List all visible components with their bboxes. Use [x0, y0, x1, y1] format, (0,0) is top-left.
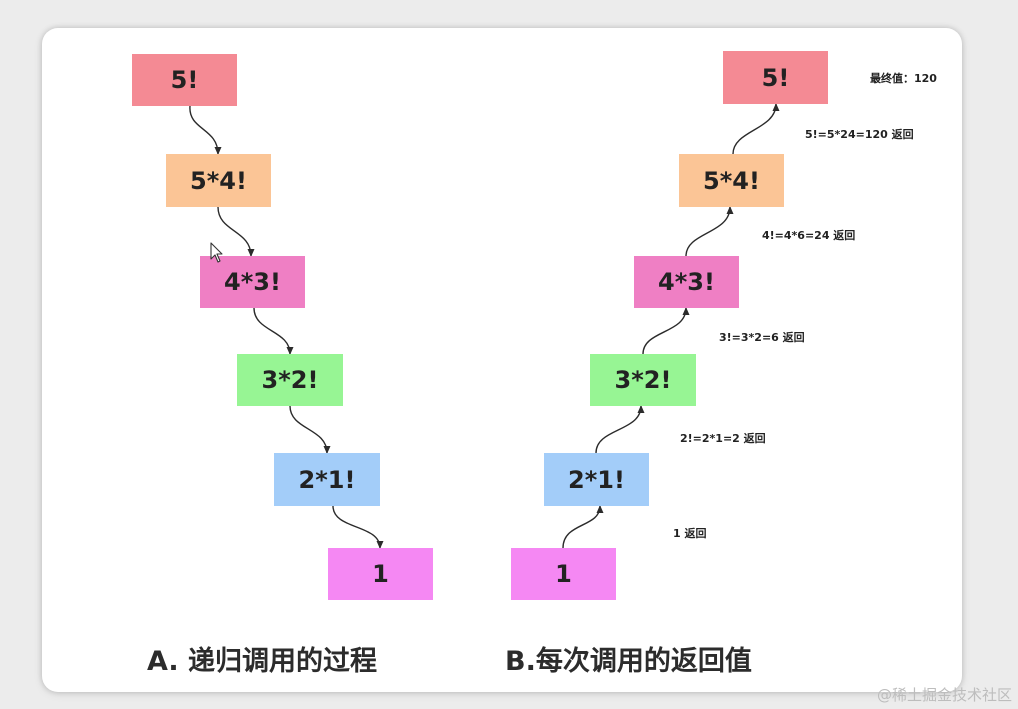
- right-node-5-factorial: 5!: [723, 51, 828, 104]
- left-node-4-times-3-factorial: 4*3!: [200, 256, 305, 308]
- arrow-left-1: [189, 105, 222, 155]
- return-note-4-factorial: 4!=4*6=24 返回: [762, 229, 856, 242]
- right-node-5-times-4-factorial: 5*4!: [679, 154, 784, 207]
- arrow-right-5: [732, 103, 780, 155]
- watermark: @稀土掘金技术社区: [876, 686, 1012, 704]
- return-note-1: 1 返回: [673, 527, 707, 540]
- right-node-1: 1: [511, 548, 616, 600]
- caption-return-values: B.每次调用的返回值: [505, 646, 752, 677]
- arrow-left-4: [289, 405, 331, 454]
- arrow-left-5: [332, 505, 384, 549]
- caption-recursive-call-process: A. 递归调用的过程: [147, 646, 378, 677]
- return-note-5-factorial: 5!=5*24=120 返回: [805, 128, 914, 141]
- right-node-2-times-1-factorial: 2*1!: [544, 453, 649, 506]
- left-node-3-times-2-factorial: 3*2!: [237, 354, 343, 406]
- arrow-right-4: [685, 206, 734, 257]
- left-node-1: 1: [328, 548, 433, 600]
- diagram-card: [42, 28, 962, 692]
- left-node-5-factorial: 5!: [132, 54, 237, 106]
- mouse-cursor-icon: [210, 242, 223, 263]
- arrow-left-2: [217, 206, 255, 257]
- final-value-label: 最终值：120: [870, 72, 937, 85]
- arrow-right-3: [642, 307, 690, 355]
- arrow-right-2: [595, 405, 645, 454]
- left-node-5-times-4-factorial: 5*4!: [166, 154, 271, 207]
- right-node-3-times-2-factorial: 3*2!: [590, 354, 696, 406]
- return-note-2-factorial: 2!=2*1=2 返回: [680, 432, 766, 445]
- arrow-right-1: [562, 505, 604, 549]
- right-node-4-times-3-factorial: 4*3!: [634, 256, 739, 308]
- left-node-2-times-1-factorial: 2*1!: [274, 453, 380, 506]
- return-note-3-factorial: 3!=3*2=6 返回: [719, 331, 805, 344]
- arrow-left-3: [253, 307, 294, 355]
